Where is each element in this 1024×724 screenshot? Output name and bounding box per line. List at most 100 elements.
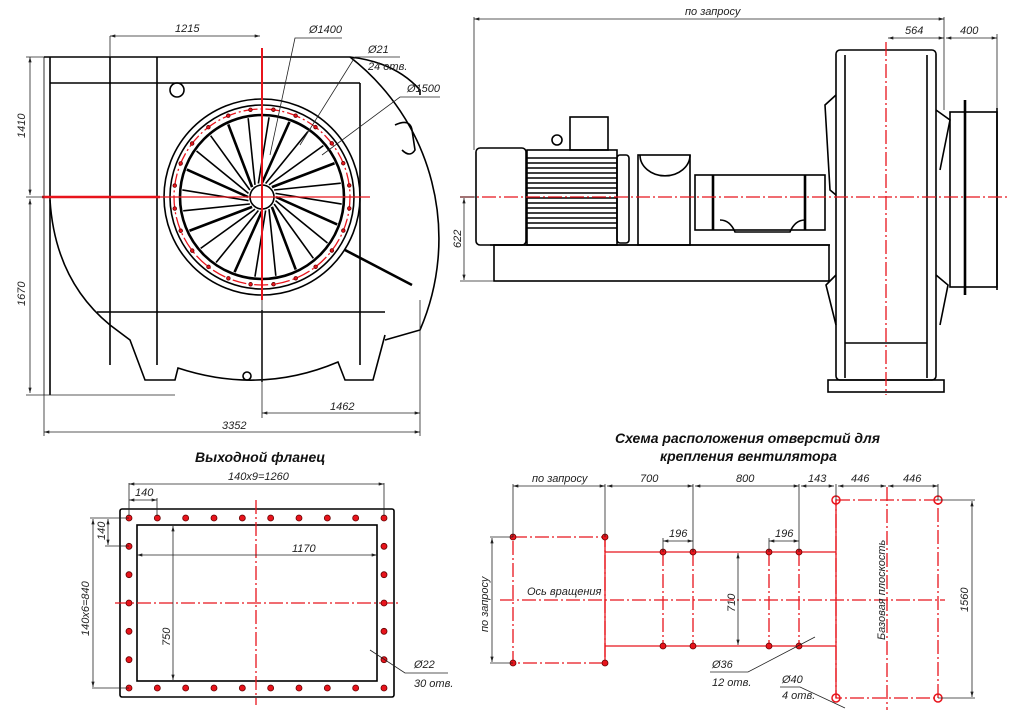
impeller-blade (186, 168, 249, 199)
flange-hole (125, 571, 133, 579)
dim-196-1: 196 (669, 528, 688, 540)
dim-800: 800 (736, 473, 755, 485)
dim-700: 700 (640, 473, 659, 485)
dim-1215: 1215 (175, 23, 200, 35)
inlet-bolt-hole (293, 113, 298, 118)
base-plane-label: Базовая плоскость (876, 539, 888, 640)
dim-hole-40: Ø40 (781, 674, 804, 686)
impeller-blade (254, 210, 267, 277)
inlet-bolt-hole (248, 107, 253, 112)
flange-hole (210, 684, 218, 692)
flange-hole (238, 514, 246, 522)
leader-1400 (269, 37, 342, 156)
bearing-saddle (719, 219, 806, 233)
motor-fins (527, 157, 617, 229)
impeller-blade (215, 210, 259, 263)
dim-hole-21: Ø21 (367, 44, 389, 56)
front-view: 1215 1410 1670 1462 3352 Ø1400 Ø21 24 от… (16, 23, 441, 436)
inlet-bolt-hole (178, 161, 183, 166)
dim-446-2: 446 (903, 473, 922, 485)
impeller-blade (233, 210, 264, 273)
impeller-blade (260, 121, 291, 184)
flange-hole (352, 514, 360, 522)
inlet-bolt-hole (226, 113, 231, 118)
dim-1260: 140x9=1260 (228, 471, 290, 483)
mounting-title-line2: крепления вентилятора (660, 448, 837, 464)
flange-hole (352, 684, 360, 692)
dim-hole-count-12: 12 отв. (712, 677, 751, 689)
impeller-blade (247, 118, 256, 185)
inlet-bolt-hole (248, 282, 253, 287)
drain-port (242, 371, 252, 381)
dim-3352: 3352 (222, 420, 246, 432)
flange-hole (125, 627, 133, 635)
dim-196-2: 196 (775, 528, 794, 540)
base-frame (493, 244, 830, 282)
impeller-blade (196, 150, 249, 194)
impeller-blade (271, 162, 335, 189)
dim-750: 750 (161, 627, 173, 646)
inlet-bolt-hole (206, 125, 211, 130)
leader-36 (710, 636, 816, 673)
impeller-blade (182, 189, 249, 202)
dim-840: 140x6=840 (80, 580, 92, 636)
impeller-blade (183, 203, 250, 212)
dim-446-1: 446 (851, 473, 870, 485)
inlet-bolt-hole (189, 141, 195, 146)
rotation-axis-label: Ось вращения (527, 586, 602, 598)
inlet-bolt-hole (271, 282, 276, 287)
impeller-blade (275, 200, 328, 244)
inlet-bolt-hole (206, 264, 211, 270)
flange-hole (323, 514, 331, 522)
bearing-housing (694, 174, 826, 231)
impeller-blade (275, 195, 338, 226)
inlet-bolt-hole (313, 124, 318, 130)
impeller-blade (257, 117, 270, 184)
flange-hole (323, 684, 331, 692)
inlet-bolt-hole (178, 228, 183, 233)
dim-1670: 1670 (16, 281, 28, 306)
dim-622: 622 (452, 230, 464, 248)
leader-40 (780, 686, 846, 709)
leader-22 (369, 649, 448, 674)
flange-hole (380, 599, 388, 607)
dim-140-h: 140 (135, 487, 154, 499)
inlet-bolt-hole (347, 183, 352, 188)
flange-hole (153, 684, 161, 692)
inlet-bolt-hole (329, 248, 335, 253)
inlet-bolt-hole (226, 276, 231, 281)
flange-hole (125, 599, 133, 607)
housing-top-outline (44, 56, 421, 95)
dim-1170: 1170 (292, 543, 317, 555)
bearing-mount-hole (689, 642, 697, 650)
inlet-bolt-hole (341, 228, 346, 233)
dim-564: 564 (905, 25, 923, 37)
flange-hole (210, 514, 218, 522)
mounting-title-line1: Схема расположения отверстий для (615, 430, 880, 446)
impeller-blade (200, 208, 256, 250)
scroll-casing (349, 56, 440, 341)
mounting-scheme-view: Схема расположения отверстий для креплен… (479, 430, 975, 710)
flange-hole (267, 684, 275, 692)
dim-hole-count-24: 24 отв. (367, 61, 407, 73)
fan-base-hole (831, 693, 841, 703)
inlet-bolt-hole (329, 141, 334, 146)
bearing-mount-hole (659, 642, 667, 650)
inlet-bolt-hole (347, 206, 352, 211)
motor-mount-hole (601, 659, 609, 667)
inlet-bolt-holes (172, 107, 352, 287)
flange-hole (295, 514, 303, 522)
dim-diameter-1400: Ø1400 (308, 24, 343, 36)
impeller-blade (274, 182, 341, 191)
dim-1462: 1462 (330, 401, 354, 413)
housing-bottom-outline (49, 199, 386, 381)
support-rod (344, 248, 413, 287)
inlet-bolt-hole (172, 183, 177, 188)
dim-400: 400 (960, 25, 979, 37)
leader-1500 (321, 96, 440, 156)
impeller-blade (209, 135, 251, 191)
flange-hole (238, 684, 246, 692)
impeller-blades (182, 117, 342, 277)
outlet-duct (949, 111, 998, 288)
